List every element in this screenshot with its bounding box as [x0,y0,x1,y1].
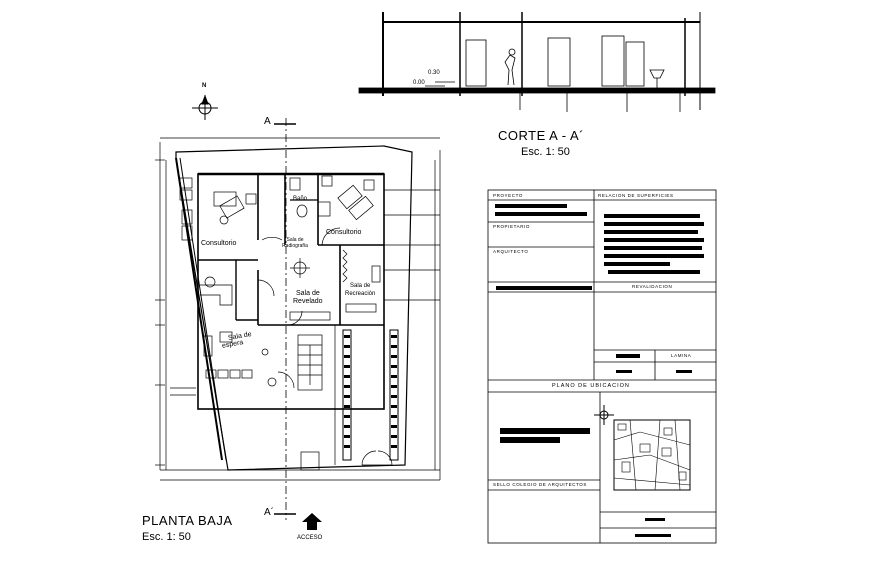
garden-hatch [344,335,397,448]
entrance-label: ACCESO [297,535,323,541]
location-map [613,419,691,491]
plan-title: PLANTA BAJA [142,513,233,528]
tb-arquitecto: ARQUITECTO [493,249,529,254]
north-label: N [202,83,207,89]
plan-scale: Esc. 1: 50 [142,531,191,543]
map-north-icon [594,405,614,425]
section-level-lower: 0.00 [413,80,425,86]
room-sala-revelado-2: Revelado [293,298,323,305]
north-arrow-icon [192,94,218,120]
tb-revalidacion: REVALIDACION [632,284,673,289]
tb-propietario: PROPIETARIO [493,224,531,229]
tb-plano-ubicacion: PLANO DE UBICACION [552,383,630,389]
room-consultorio-right: Consultorio [326,229,362,236]
room-sala-revelado-1: Sala de [296,290,320,297]
redacted-text-bars [495,204,704,537]
section-drawing [358,12,716,112]
section-scale: Esc. 1: 50 [521,146,570,158]
tb-lamina: LAMINA [671,353,692,358]
tb-sello: SELLO COLEGIO DE ARQUITECTOS [493,482,587,487]
room-consultorio-left: Consultorio [201,240,237,247]
section-level-upper: 0.30 [428,70,440,76]
title-block-frame [487,189,717,544]
section-title: CORTE A - A´ [498,128,584,143]
cut-mark-bottom: A´ [264,507,274,518]
cut-mark-top: A [264,116,271,127]
room-sala-recreacion-1: Sala de [350,283,371,289]
room-sala-radiografia: Sala de Radiografía [282,237,308,249]
room-bano: Baño [293,196,308,202]
room-sala-recreacion-2: Recreación [345,291,376,297]
plan-drawing [155,118,441,520]
tb-proyecto: PROYECTO [493,193,523,198]
entrance-arrow-icon [302,513,322,530]
tb-relacion: RELACION DE SUPERFICIES [598,193,674,198]
